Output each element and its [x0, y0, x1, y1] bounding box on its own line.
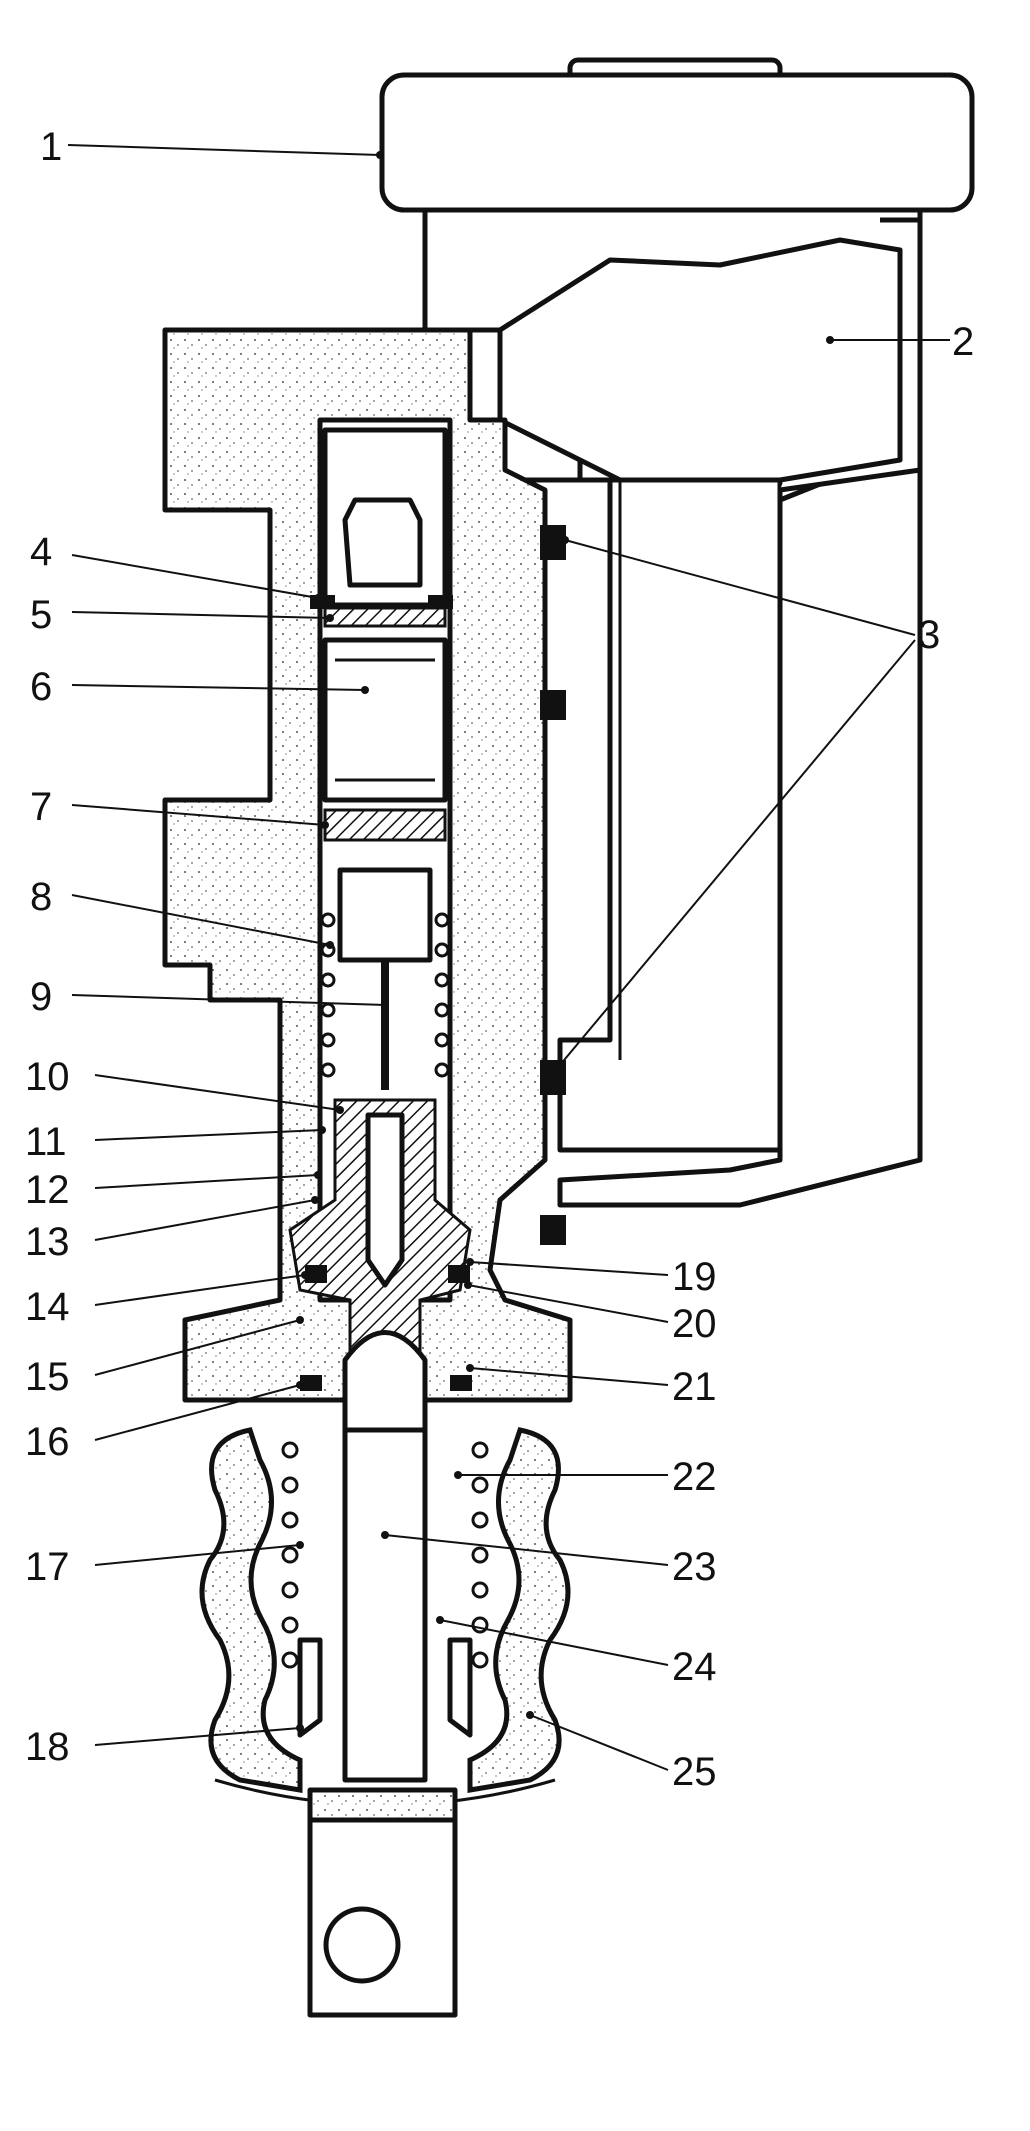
callout-8: 8 [30, 875, 52, 919]
callout-12: 12 [25, 1168, 70, 1212]
reservoir [422, 207, 923, 1208]
callout-20: 20 [672, 1302, 717, 1346]
callout-24: 24 [672, 1645, 717, 1689]
primary-spring [320, 867, 450, 1090]
push-rod [342, 1330, 428, 1783]
return-spring [281, 1441, 489, 1738]
callout-18: 18 [25, 1725, 70, 1769]
callout-7: 7 [30, 785, 52, 829]
valve-body [322, 427, 448, 803]
callout-21: 21 [672, 1365, 717, 1409]
callout-15: 15 [25, 1355, 70, 1399]
callout-6: 6 [30, 665, 52, 709]
callout-19: 19 [672, 1255, 717, 1299]
callout-16: 16 [25, 1420, 70, 1464]
callout-10: 10 [25, 1055, 70, 1099]
callout-5: 5 [30, 593, 52, 637]
callout-2: 2 [952, 320, 974, 364]
callout-22: 22 [672, 1455, 717, 1499]
callout-11: 11 [25, 1120, 67, 1164]
reservoir-cap [379, 57, 975, 213]
seals [310, 525, 566, 1245]
callout-9: 9 [30, 975, 52, 1019]
callout-23: 23 [672, 1545, 717, 1589]
callout-1: 1 [40, 125, 62, 169]
callout-25: 25 [672, 1750, 717, 1794]
clevis [307, 1787, 458, 2018]
callouts: 1 2 3 4 5 6 7 8 9 10 11 12 13 14 15 16 [25, 125, 974, 1794]
callout-17: 17 [25, 1545, 70, 1589]
callout-14: 14 [25, 1285, 70, 1329]
callout-13: 13 [25, 1220, 70, 1264]
callout-4: 4 [30, 530, 52, 574]
rubber-boot [199, 1427, 571, 1807]
callout-3: 3 [918, 613, 940, 657]
